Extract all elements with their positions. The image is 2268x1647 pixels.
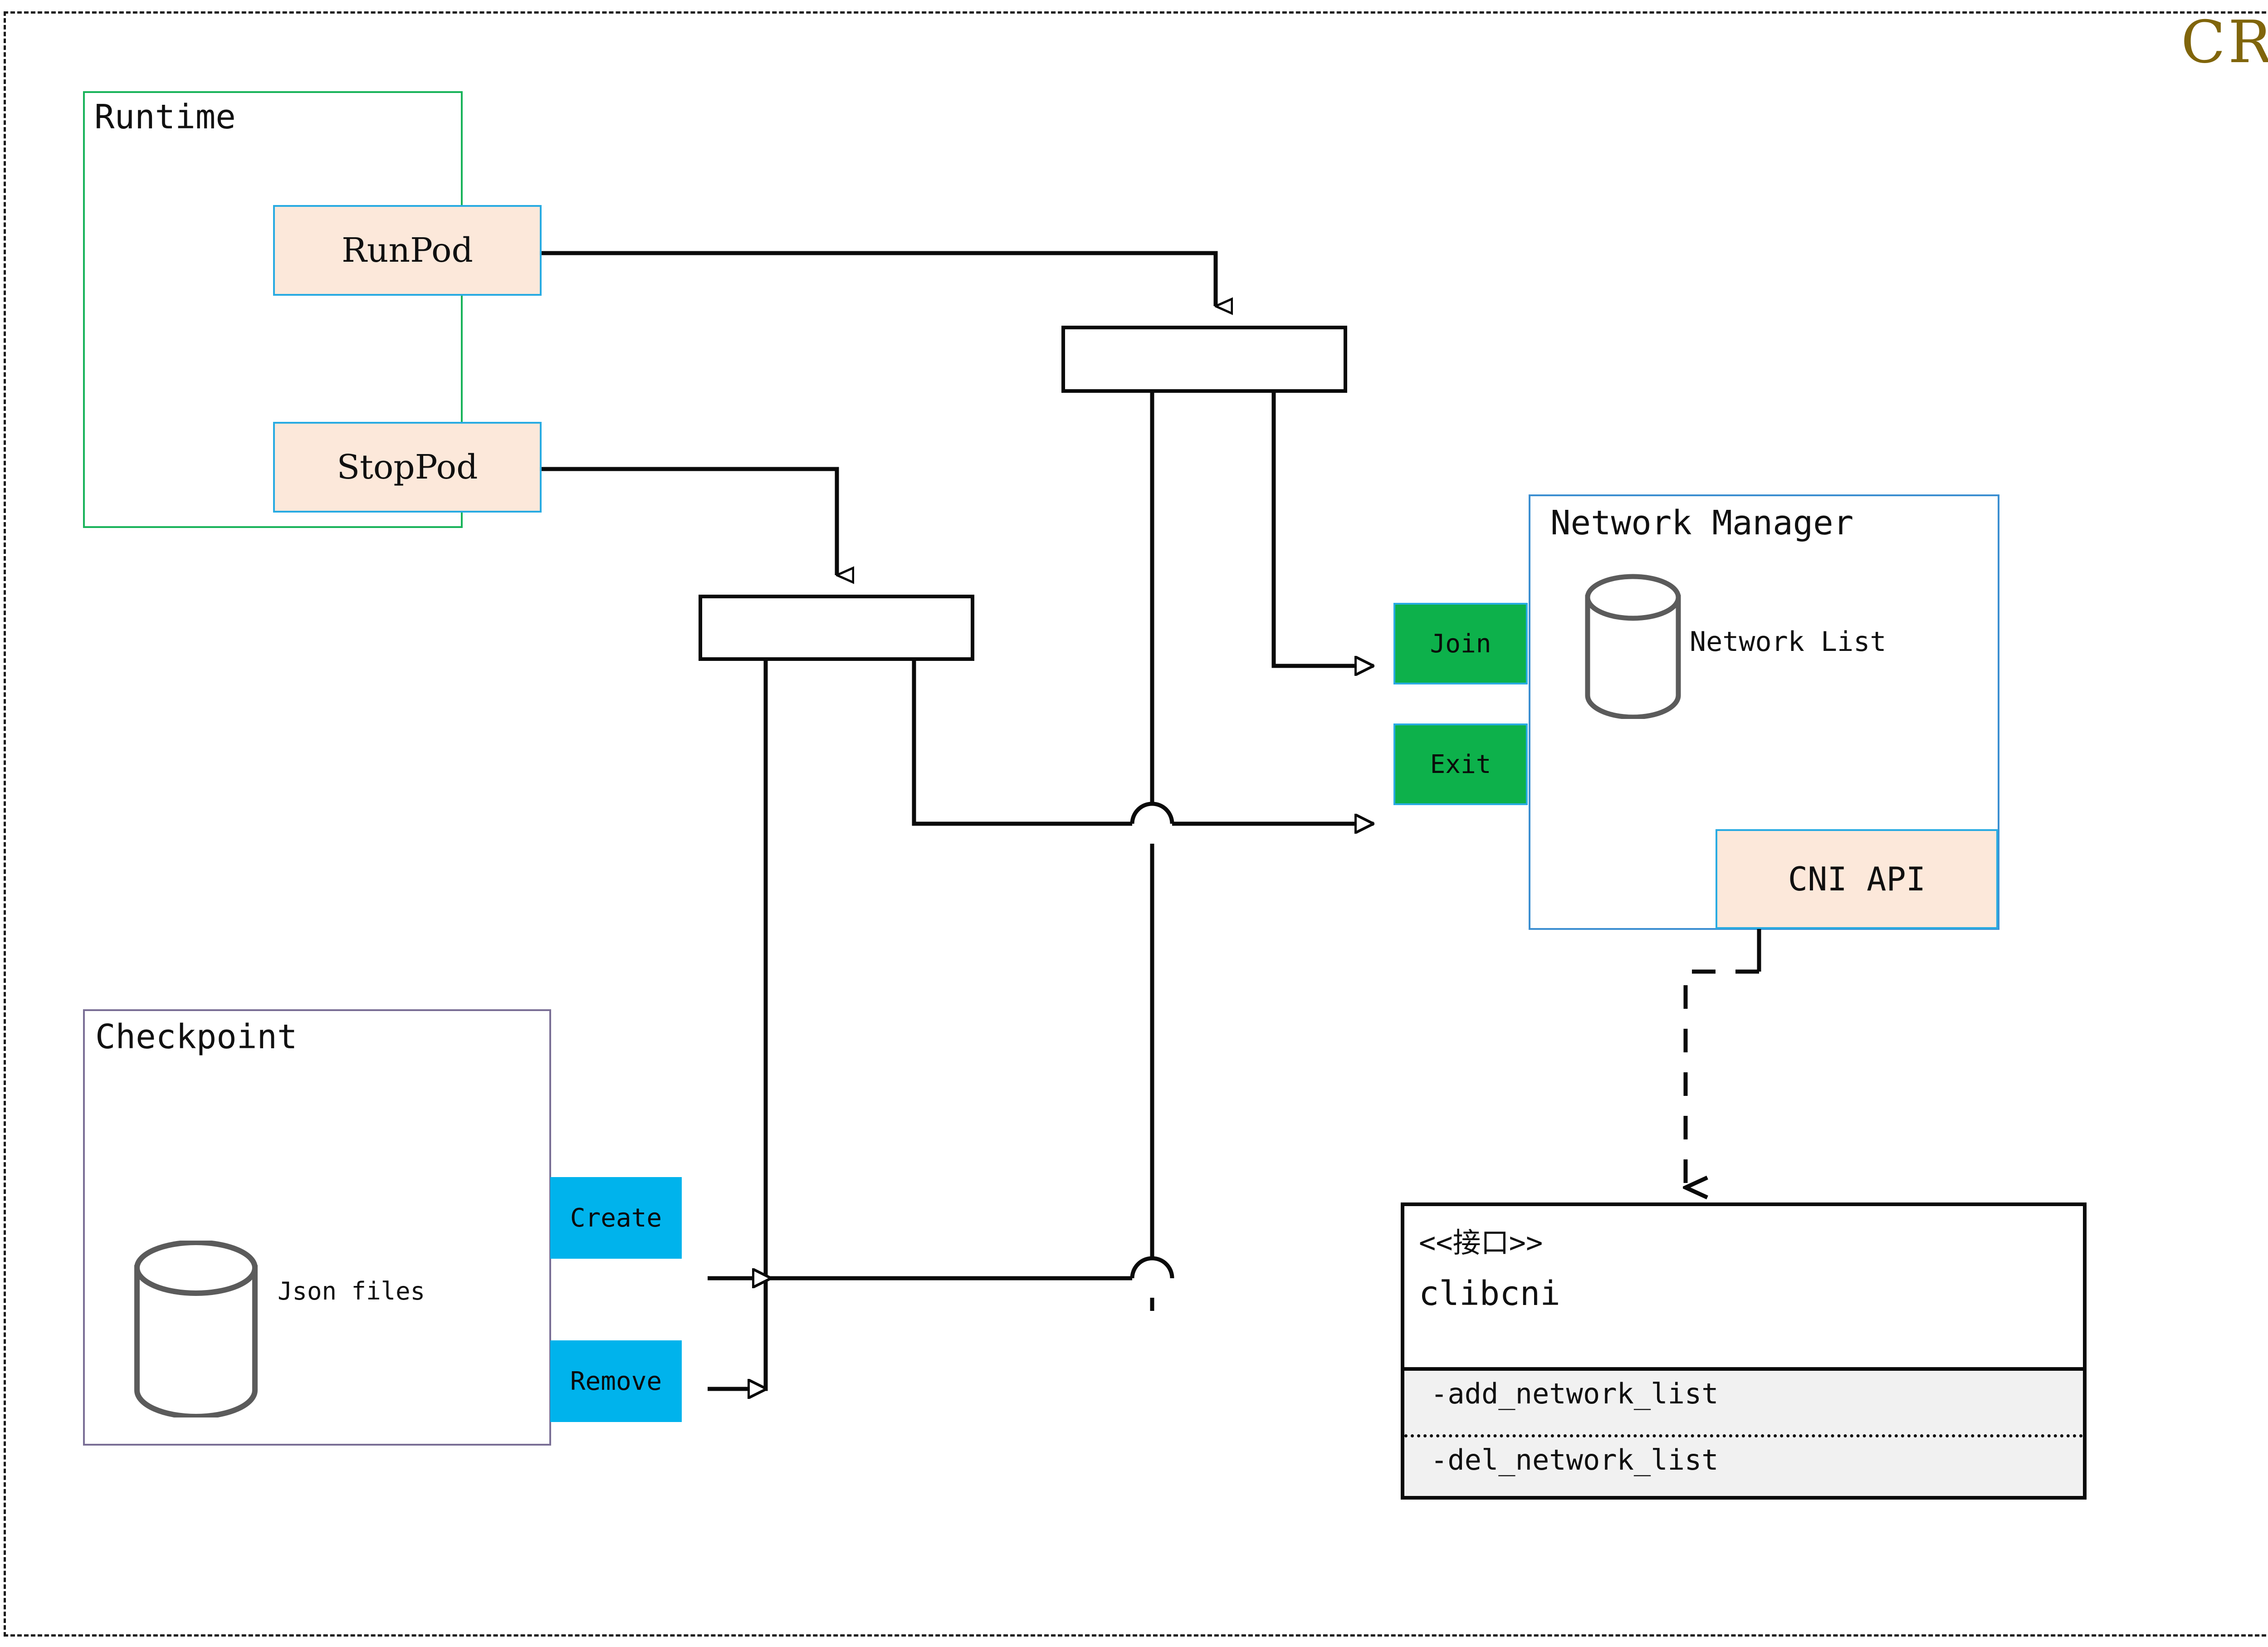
- diagram-outer-frame: [4, 11, 2268, 1637]
- line-hop-create: [1130, 1256, 1174, 1279]
- node-cni-api[interactable]: CNI API: [1716, 829, 1998, 929]
- node-exit[interactable]: Exit: [1393, 723, 1528, 805]
- json-files-cylinder-icon: [134, 1241, 258, 1417]
- edge-stoppod-to-fork: [542, 467, 837, 575]
- node-remove-label: Remove: [570, 1366, 662, 1396]
- node-create[interactable]: Create: [550, 1177, 682, 1259]
- node-remove[interactable]: Remove: [550, 1340, 682, 1422]
- node-join-label: Join: [1430, 629, 1491, 659]
- node-cni-api-label: CNI API: [1788, 860, 1926, 898]
- group-checkpoint-label: Checkpoint: [95, 1017, 298, 1056]
- fork-bar-stoppod: [699, 595, 974, 661]
- node-join[interactable]: Join: [1393, 603, 1528, 684]
- group-runtime-label: Runtime: [94, 98, 236, 137]
- fork-bar-runpod: [1061, 326, 1347, 393]
- interface-operation-del: -del_network_list: [1431, 1443, 1719, 1476]
- node-stoppod[interactable]: StopPod: [273, 422, 542, 513]
- edge-cniapi-to-clibcni: [1686, 969, 1759, 1188]
- node-exit-label: Exit: [1430, 749, 1491, 779]
- node-runpod[interactable]: RunPod: [273, 205, 542, 296]
- node-runpod-label: RunPod: [342, 231, 473, 270]
- json-files-label: Json files: [278, 1277, 425, 1305]
- edge-fork-to-join: [1271, 393, 1374, 666]
- edge-fork-to-exit: [912, 661, 1374, 826]
- interface-operations: -add_network_list -del_network_list: [1404, 1367, 2083, 1496]
- network-list-label: Network List: [1690, 626, 1887, 658]
- interface-header: <<接口>> clibcni: [1404, 1206, 2083, 1367]
- group-network-manager-label: Network Manager: [1550, 503, 1854, 542]
- interface-operation-add: -add_network_list: [1431, 1377, 1719, 1410]
- network-list-cylinder-icon: [1585, 574, 1681, 719]
- interface-name: clibcni: [1419, 1274, 1560, 1313]
- node-stoppod-label: StopPod: [337, 448, 478, 487]
- line-hop-exit: [1130, 802, 1174, 824]
- interface-stereotype: <<接口>>: [1419, 1226, 1543, 1259]
- node-create-label: Create: [570, 1203, 662, 1233]
- diagram-title: CRI: [2181, 9, 2268, 76]
- interface-clibcni[interactable]: <<接口>> clibcni -add_network_list -del_ne…: [1401, 1202, 2087, 1500]
- interface-operation-divider: [1404, 1434, 2083, 1437]
- edge-runpod-to-fork: [542, 251, 1216, 306]
